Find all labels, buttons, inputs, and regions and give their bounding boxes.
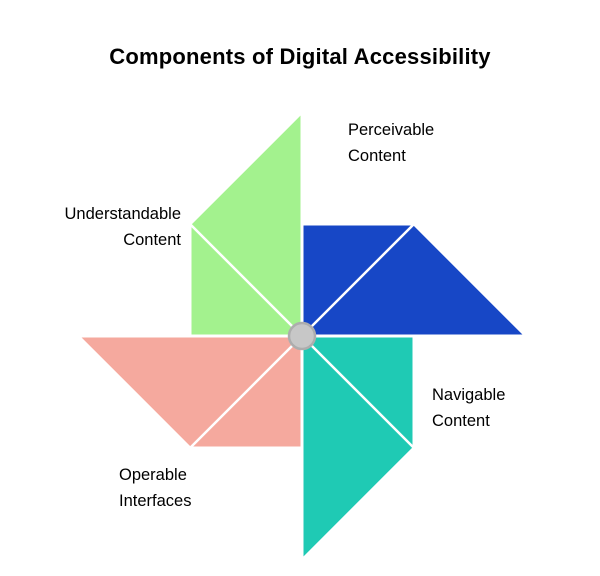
- label-line: Understandable: [64, 205, 182, 223]
- label-line: Perceivable: [348, 121, 435, 139]
- center-hub-ring: [287, 321, 317, 351]
- label-line: Operable: [119, 466, 187, 484]
- blade-navigable: [300, 222, 530, 338]
- blade-understandable: [74, 334, 304, 450]
- label-perceivable-content: Perceivable Content: [348, 117, 434, 170]
- label-line: Content: [432, 412, 490, 431]
- label-line: Interfaces: [119, 492, 192, 511]
- label-line: Content: [348, 147, 406, 166]
- page-title: Components of Digital Accessibility: [109, 44, 491, 69]
- label-navigable-content: Navigable Content: [432, 382, 505, 435]
- blade-divider-line: [300, 334, 416, 450]
- label-line: Content: [123, 231, 181, 250]
- blade-divider-line: [188, 222, 304, 338]
- blade-perceivable: [188, 108, 304, 338]
- label-operable-interfaces: Operable Interfaces: [119, 462, 191, 515]
- blade-operable: [300, 334, 416, 564]
- center-hub: [289, 323, 315, 349]
- label-line: Navigable: [432, 386, 506, 404]
- blade-divider-line: [300, 222, 416, 338]
- blade-divider-line: [188, 334, 304, 450]
- label-understandable-content: Understandable Content: [26, 201, 182, 254]
